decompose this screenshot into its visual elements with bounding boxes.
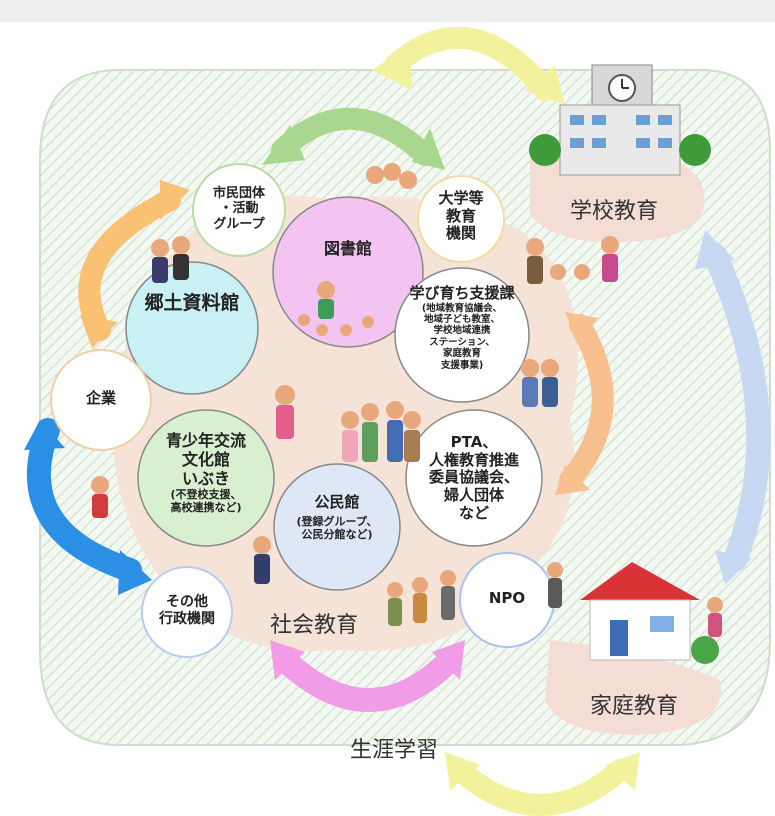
node-kyodo-circle <box>125 261 259 395</box>
node-npo-label: NPO <box>488 589 526 607</box>
node-manabi-circle <box>394 267 530 403</box>
arrow-pink-bottom <box>273 648 462 712</box>
arrow-yellow-bottom-head-left <box>445 752 480 790</box>
node-pta-line4: 婦人団体 <box>443 486 504 505</box>
node-kominkan-sub-1: (登録グループ、 <box>296 514 378 528</box>
node-kominkan-circle <box>273 463 401 591</box>
node-daigaku: 大学等 教育 機関 <box>421 189 501 243</box>
node-sonota-circle <box>141 566 233 658</box>
arrow-orange-head-bottom <box>80 315 118 348</box>
node-manabi-sub-4: ステーション、 <box>429 336 495 348</box>
node-manabi-sub-6: 支援事業) <box>440 359 484 371</box>
node-daigaku-line2: 教育 <box>445 206 476 225</box>
arrow-peach-head-bottom <box>555 465 590 495</box>
arrow-blue-head-bottom <box>118 550 152 595</box>
node-manabi-sub: (地域教育協議会、 地域子ども教室、 学校地域連携 ステーション、 家庭教育 支… <box>400 303 524 371</box>
arrow-yellow-top-head-left <box>372 45 412 90</box>
node-manabi-sub-5: 家庭教育 <box>442 348 481 360</box>
node-manabi-sub-3: 学校地域連携 <box>433 325 491 337</box>
node-kigyo-label: 企業 <box>85 389 116 407</box>
arrow-orange-head-top <box>160 180 190 220</box>
arrow-yellow-bottom-head-right <box>605 752 640 790</box>
area-home-label: 家庭教育 <box>590 694 679 719</box>
node-seishonen-title-2: 文化館 <box>181 449 230 469</box>
node-library-circle <box>272 196 424 348</box>
arrow-peach-head-top <box>565 312 598 345</box>
people-illustration-icon <box>91 163 723 637</box>
arrow-green-head-left <box>262 125 305 165</box>
arrow-yellow-top <box>384 26 556 101</box>
node-pta-line1: PTA、 <box>450 433 498 451</box>
node-daigaku-circle <box>417 175 505 263</box>
node-kominkan: 公民館 (登録グループ、 公民分館など) <box>282 493 392 542</box>
node-pta-line2: 人権教育推進 <box>428 450 519 469</box>
arrow-lightblue-head-bottom <box>715 550 752 585</box>
arrow-lightblue-head-top <box>695 230 735 270</box>
arrow-lightblue-right <box>703 243 771 572</box>
node-manabi-sub-2: 地域子ども教室、 <box>423 314 500 326</box>
arrow-yellow-bottom <box>449 759 631 816</box>
node-sonota: その他 行政機関 <box>147 594 227 627</box>
node-daigaku-line1: 大学等 <box>438 189 484 207</box>
node-kominkan-sub-2: 公民分館など) <box>301 527 373 541</box>
node-daigaku-line3: 機関 <box>445 224 476 243</box>
node-kigyo-circle <box>50 349 152 451</box>
arrow-yellow-top-head-right <box>525 65 565 105</box>
arrow-pink-head-right <box>432 640 465 680</box>
node-pta-line3: 委員協議会、 <box>428 468 519 487</box>
node-shimin-line1: 市民団体 <box>212 186 265 201</box>
node-shimin-line2: ・活動 <box>219 201 259 217</box>
area-school-label: 学校教育 <box>570 199 659 224</box>
arrow-pink-head-left <box>270 640 305 680</box>
node-shimin-circle <box>192 163 286 257</box>
arrow-green-head-right <box>412 128 445 170</box>
node-seishonen-sub-2: 高校連携など) <box>170 500 242 514</box>
arrow-green-top <box>271 107 436 166</box>
school-building-icon <box>529 64 711 176</box>
node-sonota-line1: その他 <box>166 594 208 610</box>
node-pta-line5: など <box>458 503 489 522</box>
node-pta-circle <box>405 409 543 547</box>
area-lifelong-label: 生涯学習 <box>350 738 439 763</box>
arrow-blue-left <box>26 418 142 582</box>
home-area <box>545 640 721 735</box>
node-shimin-line3: グループ <box>213 216 265 232</box>
house-icon <box>580 562 719 664</box>
node-seishonen-sub-1: (不登校支援、 <box>170 487 242 501</box>
node-seishonen-title-3: いぶき <box>181 468 230 488</box>
node-shimin: 市民団体 ・活動 グループ <box>199 186 279 232</box>
node-pta: PTA、 人権教育推進 委員協議会、 婦人団体 など <box>414 433 534 522</box>
node-seishonen-circle <box>137 409 275 547</box>
node-manabi-sub-1: (地域教育協議会、 <box>421 302 503 314</box>
arrow-orange-left <box>78 189 181 341</box>
area-social-label: 社会教育 <box>270 613 359 638</box>
node-sonota-line2: 行政機関 <box>159 610 215 627</box>
node-manabi: 学び育ち支援課 (地域教育協議会、 地域子ども教室、 学校地域連携 ステーション… <box>400 284 524 371</box>
node-seishonen: 青少年交流 文化館 いぶき (不登校支援、 高校連携など) <box>142 431 270 515</box>
node-manabi-title: 学び育ち支援課 <box>409 284 515 302</box>
node-library-label: 図書館 <box>323 239 372 258</box>
arrow-blue-head-top <box>24 420 65 450</box>
node-kyodo-label: 郷土資料館 <box>144 292 240 314</box>
top-haze <box>0 0 775 22</box>
node-kominkan-title: 公民館 <box>314 493 360 511</box>
node-seishonen-title-1: 青少年交流 <box>165 431 246 450</box>
arrow-peach-right <box>559 314 614 491</box>
